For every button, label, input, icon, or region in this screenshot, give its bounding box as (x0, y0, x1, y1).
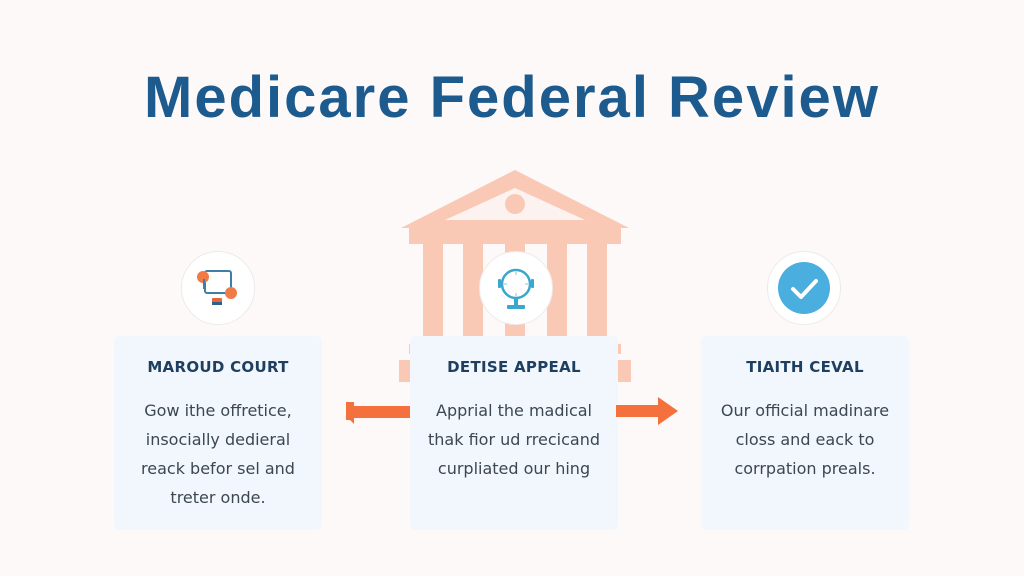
checkmark-icon (778, 262, 830, 314)
step-1-body: Gow ithe offretice, insocially dedieral … (141, 401, 295, 507)
step-3-title: TIAITH CEVAL (746, 358, 864, 376)
step-3-body: Our official madinare closs and eack to … (720, 401, 890, 478)
step-card-2: DETISE APPEAL Apprial the madical thak f… (410, 336, 618, 530)
step-card-1: MAROUD COURT Gow ithe offretice, insocia… (114, 336, 322, 530)
step-card-3: TIAITH CEVAL Our official madinare closs… (701, 336, 909, 530)
mirror-clock-icon (498, 268, 534, 309)
device-hands-icon (197, 270, 237, 305)
step-1-icon-badge (181, 251, 255, 325)
arrow-left-icon (346, 402, 410, 424)
step-1-title: MAROUD COURT (147, 358, 289, 376)
step-2-body: Apprial the madical thak fior ud rrecica… (428, 401, 600, 478)
step-2-icon-badge (479, 251, 553, 325)
arrow-right-icon (616, 397, 678, 425)
page-title: Medicare Federal Review (144, 65, 880, 130)
step-3-icon-badge (767, 251, 841, 325)
step-2-title: DETISE APPEAL (447, 358, 581, 376)
